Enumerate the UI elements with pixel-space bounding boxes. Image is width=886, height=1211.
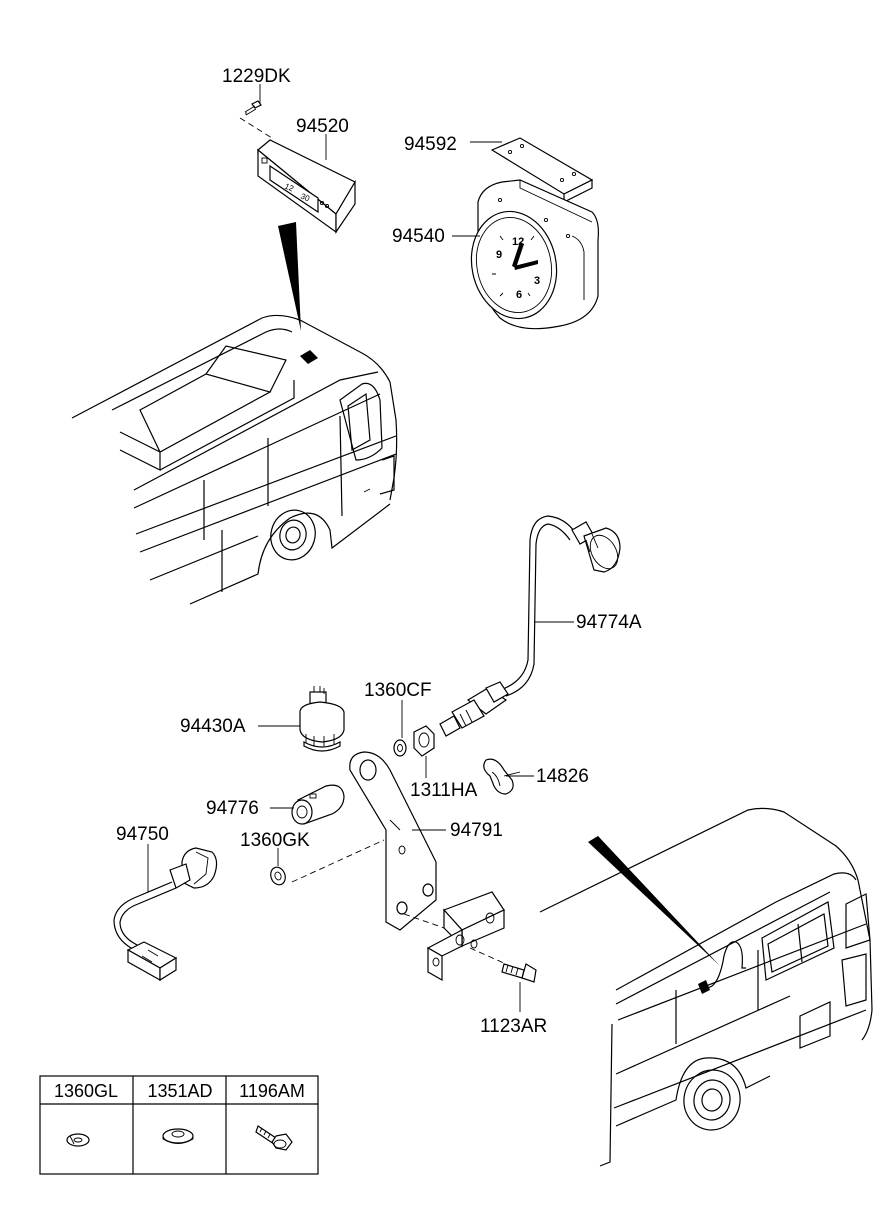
analog-clock-94540: 12 3 6 9 xyxy=(470,137,599,330)
van-rear-view xyxy=(539,807,873,1167)
legend-header-1360GL: 1360GL xyxy=(54,1081,118,1101)
callout-1360CF: 1360CF xyxy=(364,680,432,701)
switch-94430A xyxy=(299,686,345,752)
legend-header-1196AM: 1196AM xyxy=(239,1081,305,1101)
legend-header-1351AD: 1351AD xyxy=(147,1081,212,1101)
callout-1123AR: 1123AR xyxy=(480,1016,547,1037)
assembly-line-1360GK xyxy=(291,839,385,883)
callout-94592: 94592 xyxy=(404,134,457,155)
connector-94776 xyxy=(291,784,345,825)
callout-1229DK: 1229DK xyxy=(222,66,291,87)
legend-table: 1360GL 1351AD 1196AM xyxy=(39,1075,319,1175)
clock-num-9: 9 xyxy=(496,249,502,261)
icon-1360GL xyxy=(66,1133,90,1147)
sensor-cable-94774A xyxy=(439,515,621,737)
callout-94791: 94791 xyxy=(450,820,503,841)
sensor-harness-94750 xyxy=(113,847,218,982)
locator-arrow-bottom xyxy=(588,836,720,966)
washer-1360CF xyxy=(393,739,407,757)
bracket-94791 xyxy=(349,751,437,931)
nut-1311HA xyxy=(413,725,435,757)
clock-num-3: 3 xyxy=(534,275,540,287)
assembly-line-1123AR xyxy=(469,947,507,965)
leader-lines xyxy=(147,84,574,1012)
washer-1360GK xyxy=(270,866,286,886)
clip-14826 xyxy=(483,758,521,795)
display-text-a: 12 xyxy=(283,182,295,194)
screw-1229DK xyxy=(244,100,262,116)
mounting-plate xyxy=(426,891,505,982)
callout-1311HA: 1311HA xyxy=(410,780,478,801)
assembly-line-plate xyxy=(403,913,451,931)
callout-94774A: 94774A xyxy=(576,612,642,633)
locator-arrow-top xyxy=(278,222,301,331)
callout-94776: 94776 xyxy=(206,798,259,819)
callout-94430A: 94430A xyxy=(180,716,246,737)
display-text-b: 30 xyxy=(299,192,311,204)
roof-mount-point xyxy=(300,350,318,364)
callout-94520: 94520 xyxy=(296,116,349,137)
callout-1360GK: 1360GK xyxy=(240,830,310,851)
clock-num-6: 6 xyxy=(516,289,522,301)
digital-clock-94520: 12 30 xyxy=(239,100,356,234)
icon-1351AD xyxy=(162,1128,194,1144)
callout-94750: 94750 xyxy=(116,824,169,845)
callout-94540: 94540 xyxy=(392,226,445,247)
callout-14826: 14826 xyxy=(536,766,589,787)
bolt-1123AR xyxy=(501,963,537,983)
van-front-view xyxy=(71,314,398,605)
icon-1196AM xyxy=(255,1125,293,1151)
